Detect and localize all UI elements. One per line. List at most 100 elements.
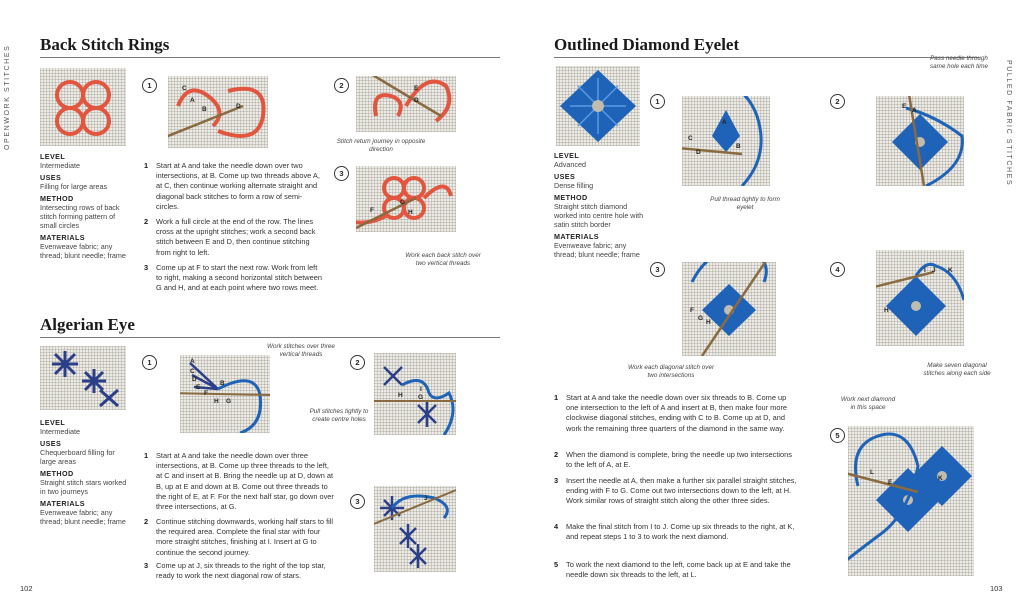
point-label: C — [190, 368, 195, 375]
caption: Work stitches over three vertical thread… — [267, 343, 335, 358]
point-label: A — [912, 107, 917, 114]
caption: Work each back stitch over two vertical … — [405, 252, 481, 267]
step-3: 3 Come up at F to start the next row. Wo… — [144, 263, 324, 294]
step-1: 1 Start at A and take the needle down ov… — [144, 161, 324, 212]
point-label: E — [414, 85, 419, 92]
point-label: C — [688, 135, 693, 142]
point-label: K — [938, 475, 943, 482]
step-text: Start at A and take the needle down over… — [156, 161, 320, 211]
figure-number: 3 — [650, 262, 665, 277]
rings-figure-3-art: F G H — [350, 176, 453, 230]
meta-value: Intermediate — [40, 161, 80, 170]
diamond-figure-3-art: F G H — [690, 248, 774, 357]
step-text: When the diamond is complete, bring the … — [566, 450, 792, 470]
step-1: 1 Start at A and take the needle down ov… — [144, 451, 334, 512]
figure-2-algerian: I H G — [369, 353, 456, 436]
figure-3-rings: F G H — [350, 166, 456, 232]
point-label: F — [204, 390, 208, 397]
sample-swatch-diamond — [556, 66, 640, 146]
step-number: 3 — [144, 561, 149, 570]
point-label: D — [192, 376, 197, 383]
meta-value: Intermediate — [40, 427, 80, 436]
meta-heading: USES — [40, 173, 62, 182]
side-label-left: OPENWORK STITCHES — [4, 44, 11, 150]
meta-value: Chequerboard filling for large areas — [40, 448, 115, 466]
meta-heading: MATERIALS — [554, 232, 599, 241]
meta-value: Intersecting rows of back stitch forming… — [40, 203, 120, 230]
step-number: 2 — [144, 217, 149, 226]
point-label: L — [870, 469, 874, 476]
step-text: Come up at J, six threads to the right o… — [156, 561, 326, 581]
point-label: J — [424, 495, 428, 502]
step-text: Come up at F to start the next row. Work… — [156, 263, 322, 293]
point-label: G — [226, 398, 231, 405]
point-label: H — [884, 307, 889, 314]
step-number: 5 — [554, 560, 559, 569]
meta-heading: MATERIALS — [40, 233, 85, 242]
point-label: G — [698, 315, 703, 322]
step-3: 3 Insert the needle at A, then make a fu… — [554, 476, 800, 507]
step-text: Start at A and take the needle down over… — [156, 451, 334, 512]
step-text: Work a full circle at the end of the row… — [156, 217, 316, 257]
meta-heading: METHOD — [40, 469, 74, 478]
title-rule — [40, 337, 500, 338]
diamond-figure-5-art: L E K — [817, 432, 972, 578]
point-label: E — [888, 479, 893, 486]
meta-value: Filling for large areas — [40, 182, 108, 191]
point-label: D — [236, 103, 241, 110]
step-text: Insert the needle at A, then make a furt… — [566, 476, 797, 506]
meta-heading: USES — [40, 439, 62, 448]
diamond-swatch-art — [560, 70, 636, 142]
step-number: 3 — [144, 263, 149, 272]
figure-5-diamond: L E K — [817, 426, 974, 578]
meta-heading: LEVEL — [40, 152, 66, 161]
meta-value: Advanced — [554, 160, 586, 169]
caption: Work next diamond in this space — [840, 396, 896, 411]
step-3: 3 Come up at J, six threads to the right… — [144, 561, 334, 581]
figure-number: 2 — [334, 78, 349, 93]
step-text: Continue stitching downwards, working ha… — [156, 517, 334, 557]
step-number: 1 — [144, 451, 149, 460]
side-label-right: PULLED FABRIC STITCHES — [1005, 60, 1012, 187]
meta-heading: MATERIALS — [40, 499, 85, 508]
step-2: 2 Work a full circle at the end of the r… — [144, 217, 324, 258]
point-label: D — [414, 97, 419, 104]
diamond-figure-4-art: I J K H — [845, 262, 966, 336]
step-number: 4 — [554, 522, 559, 531]
meta-back-stitch-rings: LEVEL Intermediate USES Filling for larg… — [40, 152, 130, 260]
caption: Pull thread tightly to form eyelet — [710, 196, 780, 211]
meta-value: Straight stitch stars worked in two jour… — [40, 478, 127, 496]
meta-heading: USES — [554, 172, 576, 181]
title-rule — [40, 57, 500, 58]
figure-number: 1 — [650, 94, 665, 109]
figure-3-algerian: J — [368, 486, 457, 572]
figure-number: 2 — [830, 94, 845, 109]
meta-algerian-eye: LEVEL Intermediate USES Chequerboard fil… — [40, 418, 130, 526]
step-1: 1 Start at A and take the needle down ov… — [554, 393, 800, 434]
caption: Make seven diagonal stitches along each … — [923, 362, 991, 377]
figure-1-algerian: A B C D E F H G — [169, 355, 271, 435]
rings-swatch-art — [55, 80, 111, 136]
meta-heading: METHOD — [554, 193, 588, 202]
point-label: H — [408, 209, 413, 216]
algerian-figure-1-art: A B C D E F H G — [169, 358, 271, 435]
step-number: 2 — [554, 450, 559, 459]
sample-swatch-rings — [40, 68, 126, 146]
section-title-back-stitch-rings: Back Stitch Rings — [40, 35, 170, 54]
meta-value: Dense filling — [554, 181, 594, 190]
point-label: B — [202, 106, 207, 113]
meta-value: Evenweave fabric; any thread; blunt need… — [40, 508, 126, 526]
point-label: H — [706, 319, 711, 326]
point-label: C — [182, 85, 187, 92]
section-title-algerian-eye: Algerian Eye — [40, 315, 135, 334]
point-label: A — [722, 119, 727, 126]
meta-heading: METHOD — [40, 194, 74, 203]
page-number-right: 103 — [990, 584, 1003, 593]
sample-swatch-algerian — [40, 346, 126, 410]
step-2: 2 When the diamond is complete, bring th… — [554, 450, 800, 470]
diamond-figure-2-art: E A — [892, 75, 964, 188]
rings-figure-2-art: E D — [365, 69, 452, 123]
figure-number: 3 — [334, 166, 349, 181]
diamond-figure-1-art: A C D B — [656, 82, 763, 188]
step-text: Make the final stitch from I to J. Come … — [566, 522, 795, 542]
